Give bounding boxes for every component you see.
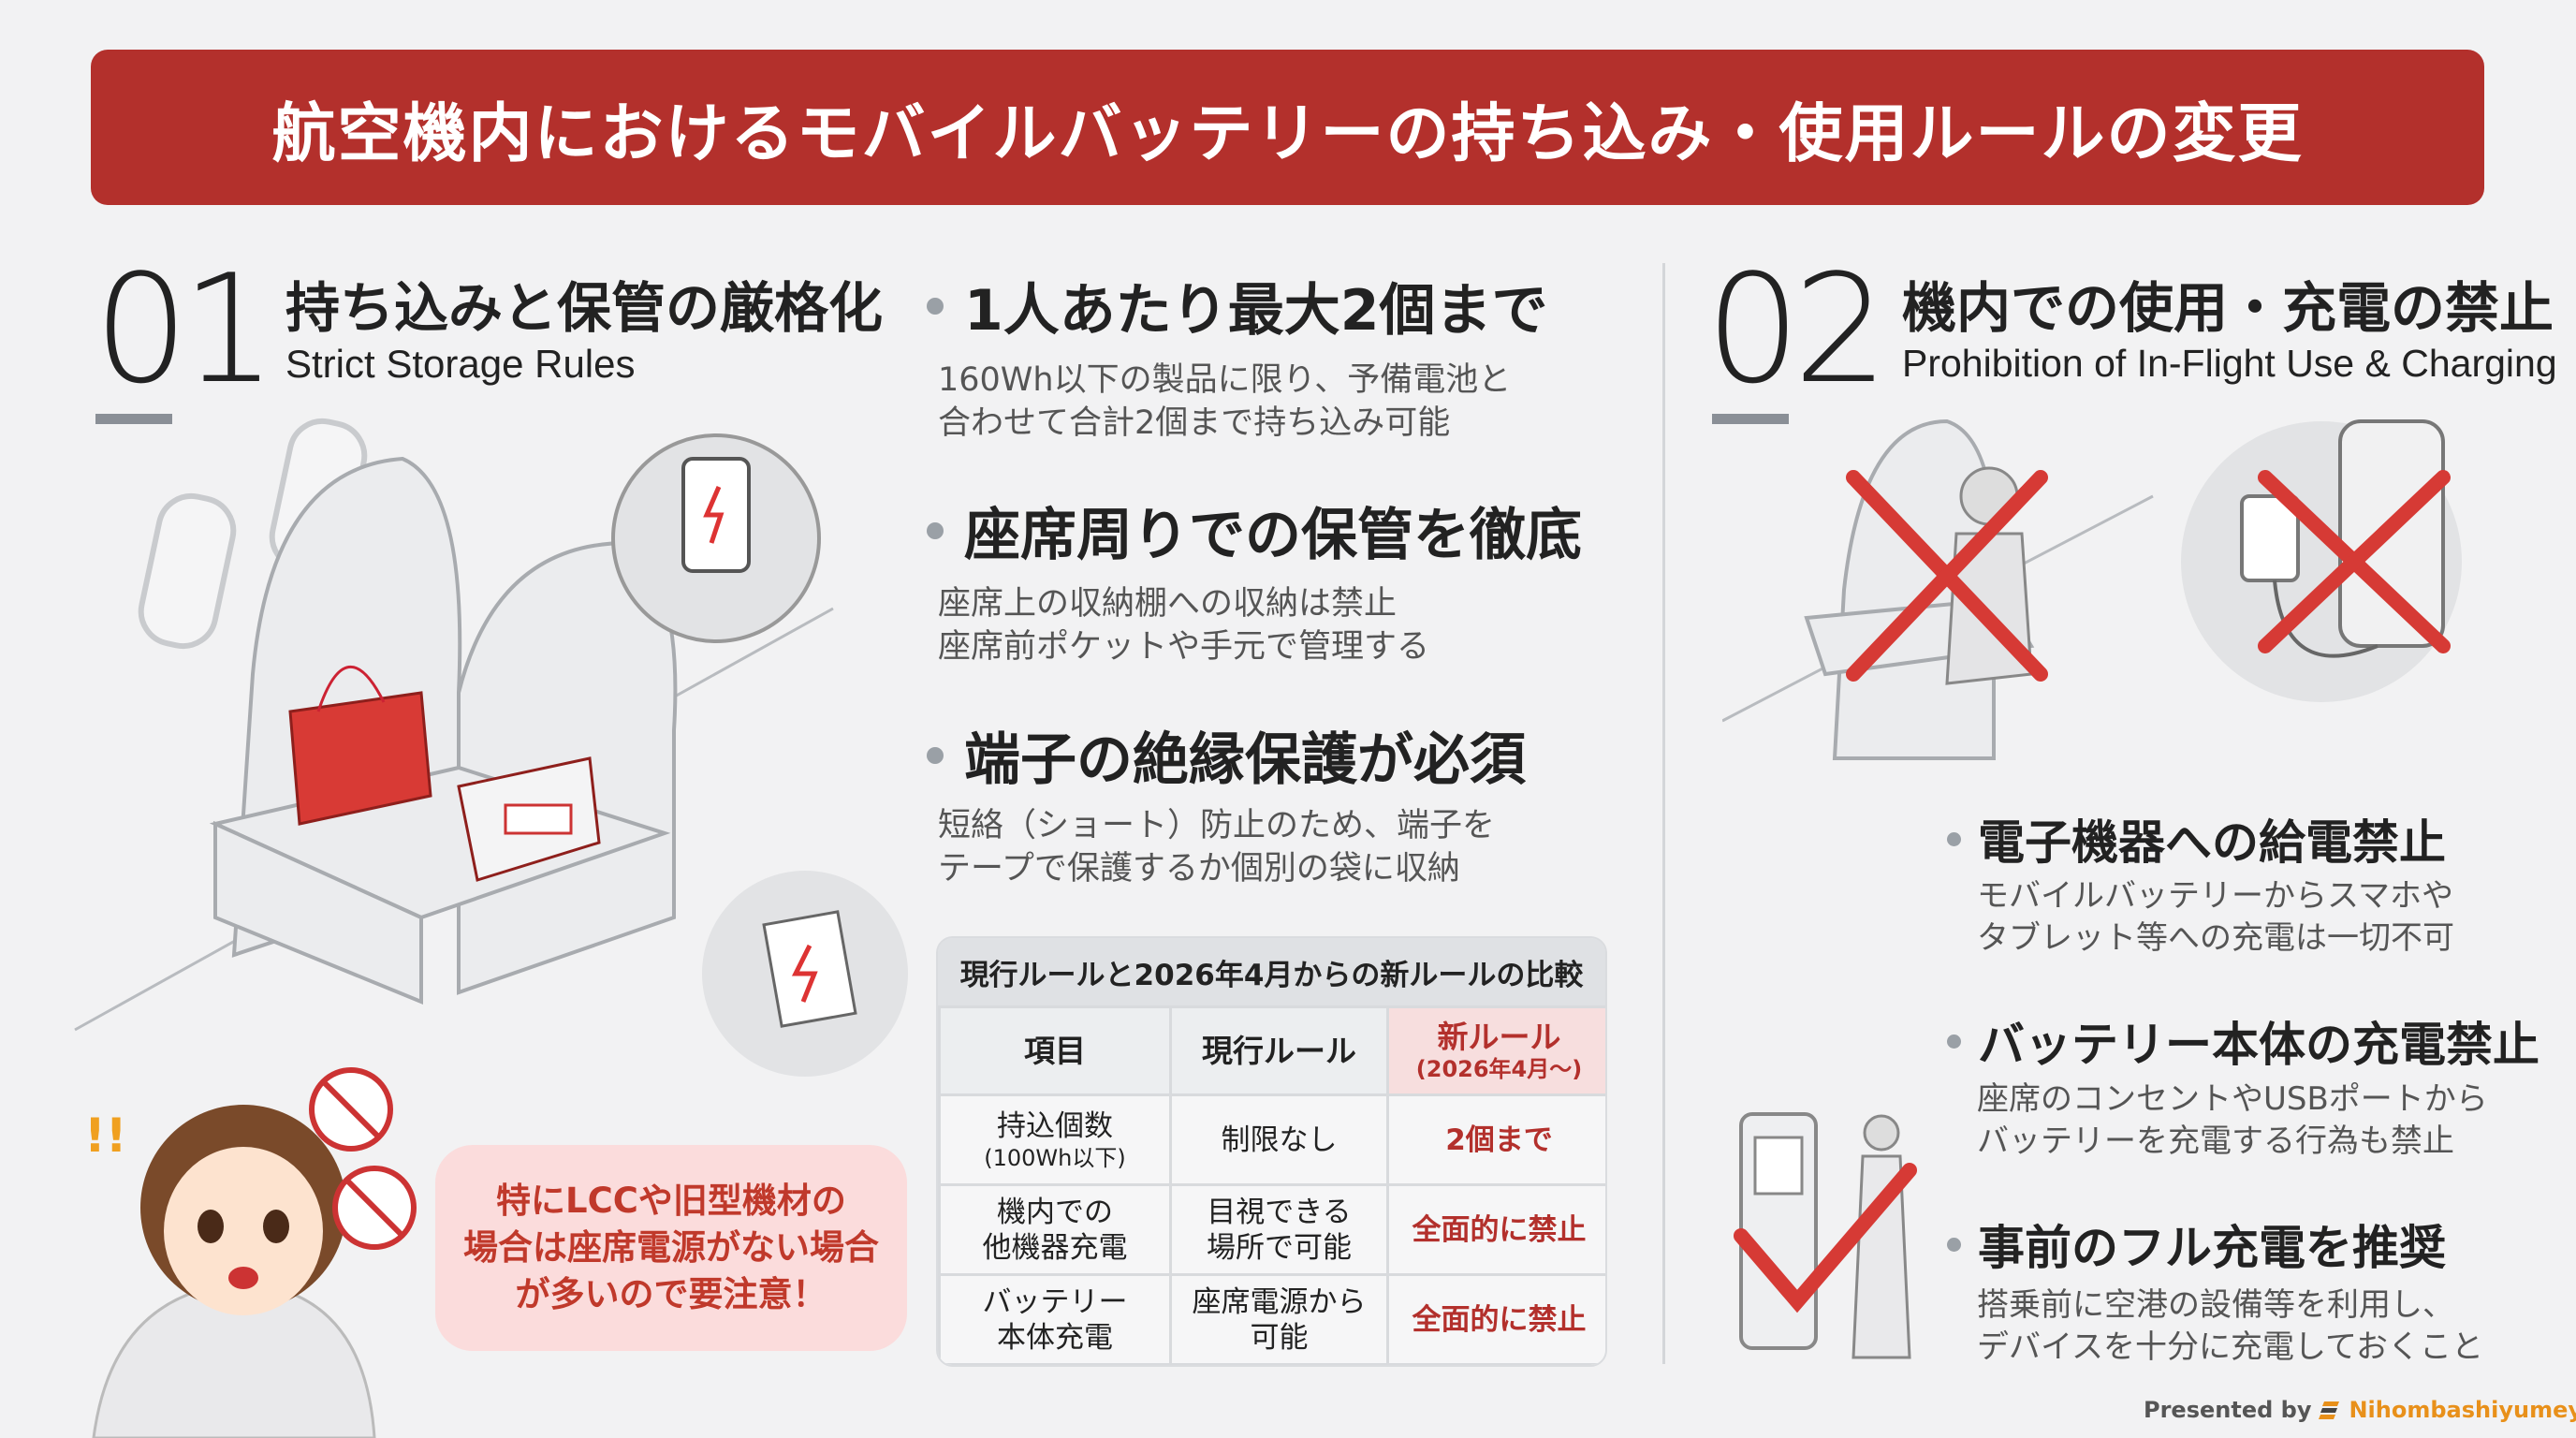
page-title: 航空機内におけるモバイルバッテリーの持ち込み・使用ルールの変更 xyxy=(271,96,2304,171)
brand-name: Nihombashiyumeya xyxy=(2349,1397,2576,1423)
header-new-label: 新ルール xyxy=(1437,1018,1561,1055)
desc-line: バッテリーを充電する行為も禁止 xyxy=(1977,1123,2454,1160)
desc-line: 合わせて合計2個まで持ち込み可能 xyxy=(938,404,1451,442)
desc-line: タブレット等への充電は一切不可 xyxy=(1977,919,2454,957)
bullet-title: 1人あたり最大2個まで xyxy=(927,265,1548,346)
desc-line: 座席のコンセントやUSBポートから xyxy=(1977,1080,2488,1118)
bullet-desc: 短絡（ショート）防止のため、端子をテープで保護するか個別の袋に収納 xyxy=(938,804,1495,890)
bullet-desc: 座席上の収納棚への収納は禁止座席前ポケットや手元で管理する xyxy=(938,582,1429,668)
desc-line: モバイルバッテリーからスマホや xyxy=(1977,877,2453,915)
bullet-title-text: 座席周りでの保管を徹底 xyxy=(964,503,1582,568)
bullet-title-text: 端子の絶縁保護が必須 xyxy=(964,727,1526,793)
prohibited-x-icon xyxy=(2258,470,2451,653)
bullet-dot-icon xyxy=(1947,831,1961,846)
table-row: 機内での他機器充電 目視できる場所で可能 全面的に禁止 xyxy=(938,1183,1605,1276)
bullet-dot-icon xyxy=(1947,1034,1961,1049)
airport-charging-illustration xyxy=(1734,1112,1917,1359)
bullet-title: 座席周りでの保管を徹底 xyxy=(927,490,1582,571)
header-new: 新ルール(2026年4月～) xyxy=(1386,1005,1605,1096)
cell-current: 目視できる場所で可能 xyxy=(1169,1183,1389,1276)
bullet-title: バッテリー本体の充電禁止 xyxy=(1947,1007,2539,1075)
desc-line: 短絡（ショート）防止のため、端子を xyxy=(938,807,1496,844)
bubble-line: 場合は座席電源がない場合 xyxy=(463,1227,879,1268)
section1-underline xyxy=(95,414,172,424)
desc-line: 座席上の収納棚への収納は禁止 xyxy=(938,585,1398,623)
cell-item: 機内での他機器充電 xyxy=(938,1183,1172,1276)
header-new-date: (2026年4月～) xyxy=(1415,1055,1583,1082)
title-banner: 航空機内におけるモバイルバッテリーの持ち込み・使用ルールの変更 xyxy=(91,50,2484,205)
bullet-dot-icon xyxy=(927,746,944,764)
no-charging-illustration xyxy=(1722,418,2462,760)
character-illustration: !! xyxy=(84,1067,417,1438)
bullet-title-text: 電子機器への給電禁止 xyxy=(1978,815,2446,870)
cell-item: 持込個数(100Wh以下) xyxy=(938,1093,1172,1186)
header-current: 現行ルール xyxy=(1169,1005,1389,1096)
desc-line: 搭乗前に空港の設備等を利用し、 xyxy=(1977,1286,2454,1324)
section1-subheading: Strict Storage Rules xyxy=(285,342,636,386)
table-header-row: 項目 現行ルール 新ルール(2026年4月～) xyxy=(938,1005,1605,1096)
bullet-dot-icon xyxy=(1947,1237,1961,1252)
table-caption: 現行ルールと2026年4月からの新ルールの比較 xyxy=(938,938,1605,1005)
cell-new: 全面的に禁止 xyxy=(1386,1183,1605,1276)
desc-line: テープで保護するか個別の袋に収納 xyxy=(938,850,1460,888)
prohibited-x-icon xyxy=(1846,470,2048,682)
bullet-desc: モバイルバッテリーからスマホやタブレット等への充電は一切不可 xyxy=(1977,875,2454,960)
bullet-title: 電子機器への給電禁止 xyxy=(1947,805,2446,873)
battery-icon xyxy=(504,803,573,835)
section-divider xyxy=(1662,263,1665,1364)
table-row: バッテリー本体充電 座席電源から可能 全面的に禁止 xyxy=(938,1273,1605,1365)
bullet-dot-icon xyxy=(927,297,944,315)
bullet-desc: 座席のコンセントやUSBポートからバッテリーを充電する行為も禁止 xyxy=(1977,1078,2488,1163)
desc-line: デバイスを十分に充電しておくこと xyxy=(1977,1328,2483,1366)
bullet-title-text: 1人あたり最大2個まで xyxy=(964,278,1548,344)
cell-current: 座席電源から可能 xyxy=(1169,1273,1389,1365)
bullet-desc: 160Wh以下の製品に限り、予備電池と合わせて合計2個まで持ち込み可能 xyxy=(938,359,1511,445)
section2-number: 02 xyxy=(1705,242,1889,417)
bullet-title-text: 事前のフル充電を推奨 xyxy=(1978,1221,2446,1275)
presented-by-label: Presented by xyxy=(2144,1397,2312,1423)
bullet-title: 端子の絶縁保護が必須 xyxy=(927,714,1526,796)
section1-heading: 持ち込みと保管の厳格化 xyxy=(285,276,884,340)
bubble-line: 特にLCCや旧型機材の xyxy=(496,1181,846,1221)
table-row: 持込個数(100Wh以下) 制限なし 2個まで xyxy=(938,1093,1605,1186)
bullet-dot-icon xyxy=(927,521,944,539)
cell-new: 全面的に禁止 xyxy=(1386,1273,1605,1365)
cell-new: 2個まで xyxy=(1386,1093,1605,1186)
seat-icon xyxy=(209,456,678,1005)
seat-storage-illustration xyxy=(74,418,908,1077)
section2-heading: 機内での使用・充電の禁止 xyxy=(1902,276,2554,340)
desc-line: 160Wh以下の製品に限り、予備電池と xyxy=(938,361,1512,399)
header-item: 項目 xyxy=(938,1005,1172,1096)
section2-subheading: Prohibition of In-Flight Use & Charging xyxy=(1902,342,2557,385)
bullet-desc: 搭乗前に空港の設備等を利用し、デバイスを十分に充電しておくこと xyxy=(1977,1284,2483,1369)
bullet-title: 事前のフル充電を推奨 xyxy=(1947,1211,2446,1278)
cell-current: 制限なし xyxy=(1169,1093,1389,1186)
desc-line: 座席前ポケットや手元で管理する xyxy=(938,628,1430,666)
bubble-line: が多いので要注意！ xyxy=(515,1274,827,1314)
comparison-table: 現行ルールと2026年4月からの新ルールの比較 項目 現行ルール 新ルール(20… xyxy=(936,936,1607,1367)
cell-item: バッテリー本体充電 xyxy=(938,1273,1172,1365)
footer-credit: Presented by Nihombashiyumeya xyxy=(2144,1397,2576,1423)
svg-text:!!: !! xyxy=(84,1108,127,1163)
check-mark-icon xyxy=(1734,1163,1917,1313)
bullet-title-text: バッテリー本体の充電禁止 xyxy=(1978,1018,2539,1072)
brand-logo-icon xyxy=(2319,1401,2340,1419)
section2-underline xyxy=(1712,414,1789,424)
section1-number: 01 xyxy=(94,242,277,417)
warning-speech-bubble: 特にLCCや旧型機材の 場合は座席電源がない場合 が多いので要注意！ xyxy=(435,1145,907,1351)
